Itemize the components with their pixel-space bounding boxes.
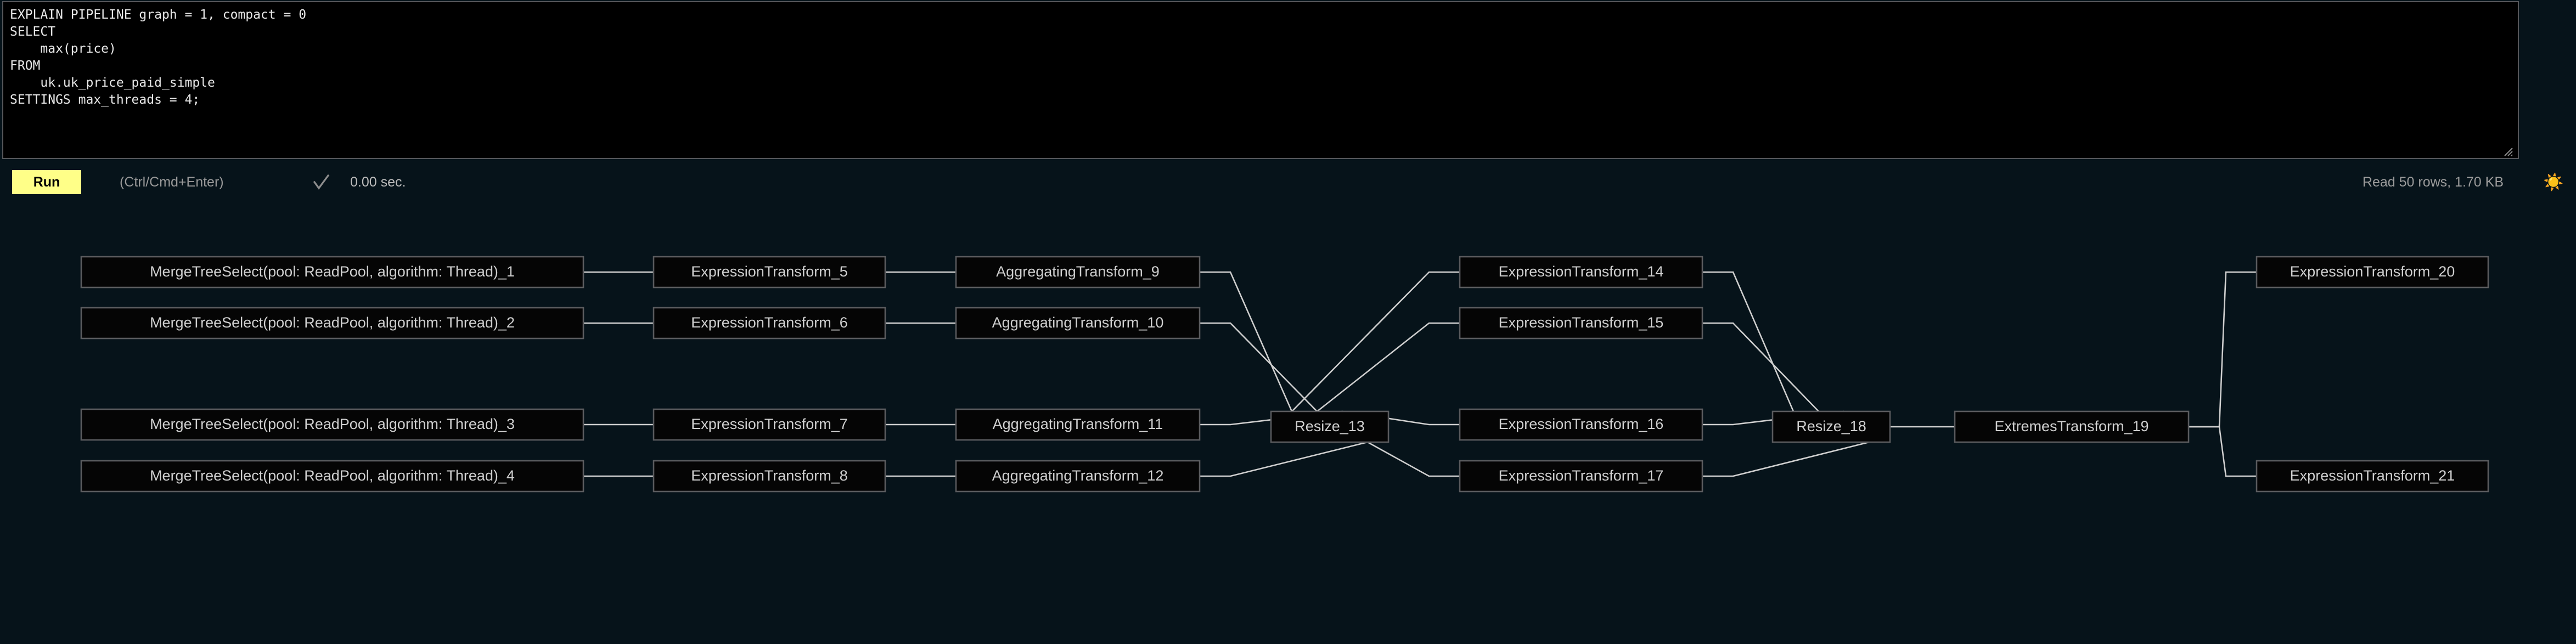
graph-node[interactable]: MergeTreeSelect(pool: ReadPool, algorith…: [80, 256, 584, 289]
query-elapsed-time: 0.00 sec.: [350, 174, 406, 190]
pipeline-graph-svg: MergeTreeSelect(pool: ReadPool, algorith…: [80, 256, 2489, 493]
graph-node-box[interactable]: [1771, 410, 1891, 443]
graph-node[interactable]: ExpressionTransform_5: [653, 256, 886, 289]
check-mark-icon: [312, 173, 330, 192]
sun-icon[interactable]: ☀️: [2543, 173, 2564, 191]
graph-node-box[interactable]: [955, 256, 1201, 289]
sql-editor-panel: [0, 0, 2576, 162]
graph-node-box[interactable]: [1459, 460, 1703, 493]
graph-node-box[interactable]: [2256, 460, 2489, 493]
graph-node-box[interactable]: [1270, 410, 1390, 443]
sql-input[interactable]: [2, 1, 2519, 159]
graph-node[interactable]: ExtremesTransform_19: [1954, 410, 2190, 443]
run-button[interactable]: Run: [12, 170, 81, 194]
graph-edge: [1200, 441, 1368, 477]
graph-node[interactable]: Resize_13: [1270, 410, 1390, 443]
graph-node[interactable]: ExpressionTransform_14: [1459, 256, 1703, 289]
graph-node-box[interactable]: [653, 307, 886, 340]
graph-node[interactable]: AggregatingTransform_12: [955, 460, 1201, 493]
graph-node[interactable]: ExpressionTransform_21: [2256, 460, 2489, 493]
graph-node[interactable]: ExpressionTransform_15: [1459, 307, 1703, 340]
graph-node-box[interactable]: [1459, 256, 1703, 289]
graph-node-box[interactable]: [653, 408, 886, 441]
graph-node[interactable]: ExpressionTransform_16: [1459, 408, 1703, 441]
graph-edge: [1702, 271, 1795, 412]
graph-node-box[interactable]: [1459, 408, 1703, 441]
graph-node-layer: MergeTreeSelect(pool: ReadPool, algorith…: [80, 256, 2489, 493]
graph-node-box[interactable]: [80, 307, 584, 340]
graph-edge: [1200, 271, 1293, 412]
graph-edge: [1702, 322, 1819, 412]
graph-node-box[interactable]: [653, 256, 886, 289]
graph-node-box[interactable]: [653, 460, 886, 493]
graph-edge: [2189, 426, 2257, 477]
graph-edge-layer: [583, 271, 2257, 477]
graph-edge: [1702, 441, 1870, 477]
read-statistics: Read 50 rows, 1.70 KB: [2362, 174, 2504, 190]
graph-node-box[interactable]: [1954, 410, 2190, 443]
graph-node[interactable]: AggregatingTransform_9: [955, 256, 1201, 289]
graph-node[interactable]: ExpressionTransform_6: [653, 307, 886, 340]
graph-edge: [1317, 322, 1460, 413]
graph-edge: [1367, 441, 1460, 477]
graph-edge: [1200, 322, 1318, 412]
pipeline-graph: MergeTreeSelect(pool: ReadPool, algorith…: [0, 200, 2576, 644]
graph-edge: [1291, 271, 1460, 412]
graph-edge: [2189, 271, 2257, 428]
graph-node-box[interactable]: [80, 460, 584, 493]
graph-node-box[interactable]: [955, 460, 1201, 493]
graph-node[interactable]: ExpressionTransform_8: [653, 460, 886, 493]
graph-node[interactable]: ExpressionTransform_20: [2256, 256, 2489, 289]
graph-node-box[interactable]: [80, 408, 584, 441]
graph-node[interactable]: MergeTreeSelect(pool: ReadPool, algorith…: [80, 307, 584, 340]
graph-node[interactable]: ExpressionTransform_17: [1459, 460, 1703, 493]
query-toolbar: Run (Ctrl/Cmd+Enter) 0.00 sec. Read 50 r…: [0, 162, 2576, 200]
graph-node[interactable]: MergeTreeSelect(pool: ReadPool, algorith…: [80, 408, 584, 441]
graph-node[interactable]: Resize_18: [1771, 410, 1891, 443]
graph-node[interactable]: AggregatingTransform_10: [955, 307, 1201, 340]
run-shortcut-hint: (Ctrl/Cmd+Enter): [120, 174, 224, 190]
graph-node[interactable]: ExpressionTransform_7: [653, 408, 886, 441]
graph-node-box[interactable]: [955, 307, 1201, 340]
graph-node-box[interactable]: [2256, 256, 2489, 289]
graph-node[interactable]: MergeTreeSelect(pool: ReadPool, algorith…: [80, 460, 584, 493]
graph-node-box[interactable]: [1459, 307, 1703, 340]
graph-node[interactable]: AggregatingTransform_11: [955, 408, 1201, 441]
graph-node-box[interactable]: [80, 256, 584, 289]
graph-node-box[interactable]: [955, 408, 1201, 441]
